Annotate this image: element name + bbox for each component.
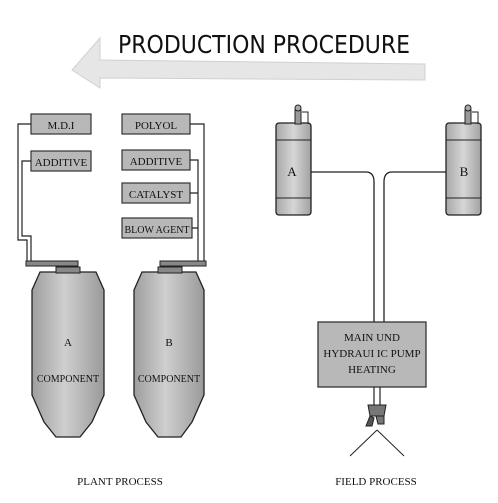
pump-box: MAIN UND HYDRAUI IC PUMP HEATING [317, 321, 427, 388]
left-feed-pipe [17, 123, 32, 262]
pump-line-3: HEATING [348, 364, 396, 376]
tank-a-label: COMPONENT [37, 374, 99, 385]
tank-b-label: COMPONENT [138, 374, 200, 385]
spray-gun-icon [365, 387, 387, 427]
hose-b [383, 171, 446, 322]
page-title: PRODUCTION PROCEDURE [118, 30, 410, 59]
pump-line-2: HYDRAUI IC PUMP [323, 348, 420, 360]
catalyst-box: CATALYST [121, 182, 191, 204]
blow-agent-label: BLOW AGENT [124, 225, 189, 236]
spray-pattern [349, 429, 405, 457]
tank-a-inlet [25, 260, 79, 267]
mdi-label: M.D.I [48, 120, 75, 132]
additive-box-left: ADDITIVE [30, 150, 92, 172]
additive-right-label: ADDITIVE [130, 156, 183, 168]
tank-b-inlet [159, 260, 207, 267]
tank-a-letter: A [64, 337, 72, 349]
field-process-caption: FIELD PROCESS [335, 476, 417, 488]
pump-line-1: MAIN UND [344, 332, 400, 344]
drum-b-letter: B [460, 164, 469, 179]
right-feed-pipe [190, 123, 205, 262]
header-arrow [71, 36, 426, 89]
tank-b: B COMPONENT [133, 266, 205, 438]
hose-a [311, 171, 375, 322]
drum-a: A [275, 104, 312, 216]
drum-a-letter: A [287, 164, 297, 179]
drum-b: B [445, 104, 482, 216]
additive-left-label: ADDITIVE [35, 157, 88, 169]
tank-a: A COMPONENT [31, 266, 105, 438]
mdi-box: M.D.I [30, 113, 92, 135]
polyol-box: POLYOL [121, 113, 191, 135]
additive-box-right: ADDITIVE [121, 149, 191, 171]
catalyst-label: CATALYST [129, 189, 184, 201]
plant-process-caption: PLANT PROCESS [77, 476, 163, 488]
polyol-label: POLYOL [135, 120, 178, 132]
tank-b-letter: B [165, 337, 172, 349]
blow-agent-box: BLOW AGENT [121, 217, 193, 239]
